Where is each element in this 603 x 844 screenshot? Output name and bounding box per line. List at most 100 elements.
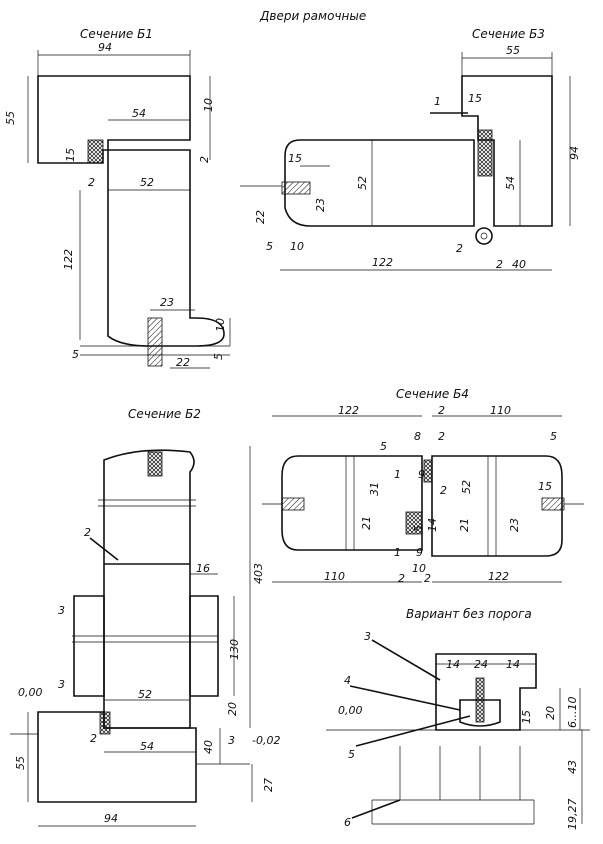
seal xyxy=(87,139,104,164)
dim-label: 3 xyxy=(228,734,235,747)
seal xyxy=(423,459,433,483)
dim-label: 5 xyxy=(212,353,225,360)
dim-label: 54 xyxy=(504,176,517,190)
seal xyxy=(477,129,493,177)
callout-label: 3 xyxy=(364,630,371,643)
dim-label: 122 xyxy=(488,570,509,583)
seal xyxy=(99,711,111,735)
dim-label: 110 xyxy=(324,570,345,583)
dim-label: 2 xyxy=(438,430,445,443)
callout-label: 1 xyxy=(434,95,441,108)
right-leaf xyxy=(431,455,563,557)
strike-plate xyxy=(541,497,565,511)
frame-profile xyxy=(461,75,553,227)
level-label: 0,00 xyxy=(338,704,363,717)
left-leaf xyxy=(281,455,423,551)
dim-label: 24 xyxy=(474,658,488,671)
dim-label: 43 xyxy=(566,760,579,774)
dim-label: 5 xyxy=(380,440,387,453)
level-label: -0,02 xyxy=(252,734,280,747)
callout-label: 4 xyxy=(344,674,351,687)
dim-label: 110 xyxy=(490,404,511,417)
dim-label: 21 xyxy=(360,516,373,530)
dim-label: 2 xyxy=(456,242,463,255)
dim-label: 15 xyxy=(538,480,552,493)
dim-label: 27 xyxy=(262,778,275,792)
strike-plate xyxy=(281,181,311,195)
glazing-beads xyxy=(73,595,219,697)
dim-label: 2 xyxy=(398,572,405,585)
callout-label: 6 xyxy=(344,816,351,829)
dim-label: 54 xyxy=(140,740,154,753)
dim-label: 23 xyxy=(508,518,521,532)
dim-label: 40 xyxy=(512,258,526,271)
dim-label: 3 xyxy=(58,604,65,617)
dim-label: 52 xyxy=(460,480,473,494)
seal xyxy=(147,451,163,477)
seal xyxy=(405,511,423,535)
dim-label: 10 xyxy=(412,562,426,575)
dim-label: 5 xyxy=(550,430,557,443)
dim-label: 52 xyxy=(356,176,369,190)
callout-label: 5 xyxy=(348,748,355,761)
dim-label: 94 xyxy=(98,41,112,54)
dim-label: 23 xyxy=(160,296,174,309)
dim-label: 16 xyxy=(196,562,210,575)
dim-label: 15 xyxy=(520,710,533,724)
dim-line xyxy=(150,76,231,369)
dim-label: 20 xyxy=(544,706,557,720)
variant-title: Вариант без порога xyxy=(406,607,532,621)
dim-label: 55 xyxy=(506,44,520,57)
dim-line xyxy=(27,446,253,827)
dim-label: 8 xyxy=(414,430,421,443)
section-b3-title: Сечение Б3 xyxy=(472,27,545,41)
dim-label: 22 xyxy=(176,356,190,369)
dim-label: 1 xyxy=(394,546,401,559)
hinge xyxy=(475,227,493,245)
dim-label: 1 xyxy=(394,468,401,481)
threshold xyxy=(37,711,197,803)
level-label: 0,00 xyxy=(18,686,43,699)
section-variant: Вариант без порога 3 14 24 14 4 0,00 15 … xyxy=(326,607,590,830)
dim-label: 52 xyxy=(140,176,154,189)
dim-label: 52 xyxy=(138,688,152,701)
dim-line xyxy=(280,165,552,271)
dim-line xyxy=(272,415,562,583)
dim-label: 3 xyxy=(58,678,65,691)
break-line xyxy=(262,456,584,556)
dim-line xyxy=(371,52,571,226)
section-b2: Сечение Б2 2 16 403 3 130 3 52 20 0,00 5… xyxy=(10,407,280,827)
dim-label: 2 xyxy=(440,484,447,497)
break-line xyxy=(72,499,218,643)
dim-label: 130 xyxy=(228,639,241,660)
seal-profile xyxy=(459,699,501,727)
dim-label: 2 xyxy=(496,258,503,271)
seal-screw xyxy=(475,677,485,723)
callout-label: 2 xyxy=(84,526,91,539)
dim-label: 9 xyxy=(416,546,423,559)
dim-label: 22 xyxy=(254,210,267,224)
hidden-lines xyxy=(399,746,521,800)
dim-label: 5 xyxy=(72,348,79,361)
dim-label: 15 xyxy=(468,92,482,105)
section-b3: Сечение Б3 55 15 1 94 15 52 54 22 23 5 1… xyxy=(240,27,581,271)
hinge-pin xyxy=(480,232,488,240)
dim-label: 15 xyxy=(288,152,302,165)
dim-label: 122 xyxy=(338,404,359,417)
dim-line xyxy=(79,119,230,356)
dim-label: 2 xyxy=(88,176,95,189)
dim-line xyxy=(436,663,583,824)
dim-label: 23 xyxy=(314,198,327,212)
floor-line xyxy=(10,733,250,765)
dim-label: 403 xyxy=(252,563,265,584)
door-leaf xyxy=(107,149,225,347)
section-b4: Сечение Б4 122 2 110 5 8 2 5 1 9 31 2 52… xyxy=(262,387,584,585)
dim-label: 94 xyxy=(568,146,581,160)
dim-label: 10 xyxy=(202,98,215,112)
dim-label: 21 xyxy=(458,518,471,532)
dim-label: 9 xyxy=(418,468,425,481)
floor-slab xyxy=(326,729,590,825)
leader-2 xyxy=(89,537,119,561)
door-leaf xyxy=(103,449,195,729)
